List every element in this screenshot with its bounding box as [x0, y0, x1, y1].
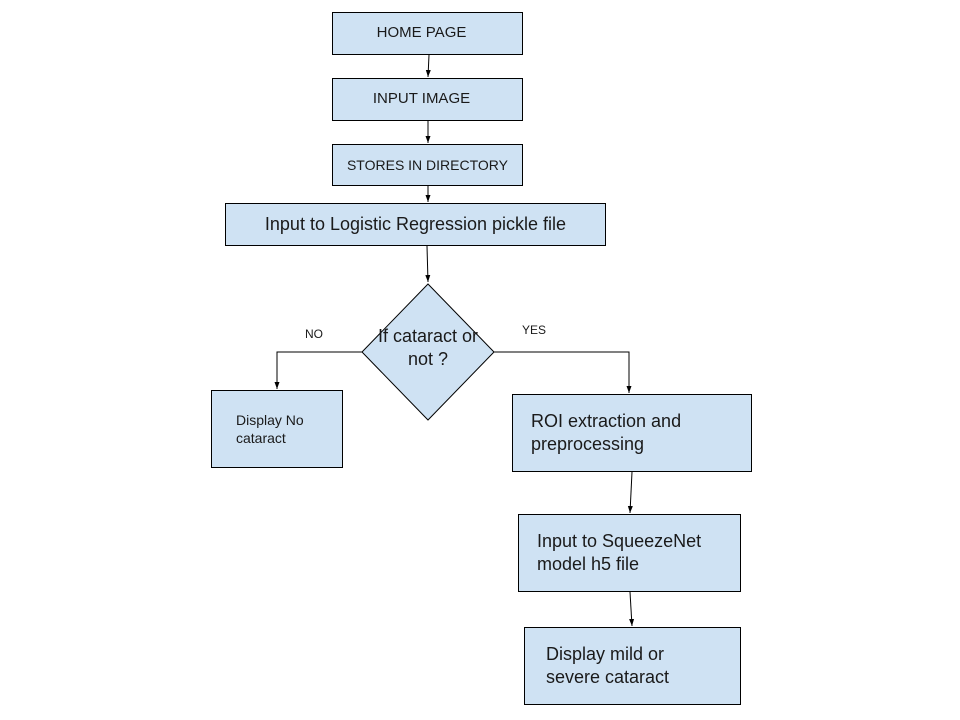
arrow-home-to-input: [425, 54, 431, 78]
squeezenet-model-node: Input to SqueezeNet model h5 file: [518, 514, 741, 592]
yes-branch-label: YES: [522, 323, 547, 337]
squeezenet-model-label: Input to SqueezeNet model h5 file: [537, 530, 702, 574]
roi-extraction-label: ROI extraction and preprocessing: [531, 410, 682, 454]
stores-in-directory-label: STORES IN DIRECTORY: [346, 156, 509, 173]
arrow-squeezenet-to-display: [629, 591, 635, 627]
input-image-label: INPUT IMAGE: [372, 89, 471, 107]
display-severity-node: Display mild or severe cataract: [524, 627, 741, 705]
input-image-node: INPUT IMAGE: [332, 78, 523, 121]
stores-in-directory-node: STORES IN DIRECTORY: [332, 144, 523, 186]
display-no-cataract-label: Display No cataract: [236, 411, 304, 446]
arrow-logistic-to-decision: [425, 245, 431, 283]
home-page-label: HOME PAGE: [376, 23, 467, 41]
display-severity-label: Display mild or severe cataract: [546, 643, 670, 687]
decision-diamond: [361, 283, 495, 421]
decision-label: If cataract or not ?: [377, 326, 479, 369]
arrow-roi-to-squeezenet: [627, 471, 633, 514]
logistic-regression-label: Input to Logistic Regression pickle file: [264, 213, 567, 234]
display-no-cataract-node: Display No cataract: [211, 390, 343, 468]
home-page-node: HOME PAGE: [332, 12, 523, 55]
arrow-decision-no: [274, 351, 362, 389]
logistic-regression-node: Input to Logistic Regression pickle file: [225, 203, 606, 246]
roi-extraction-node: ROI extraction and preprocessing: [512, 394, 752, 472]
arrow-decision-yes: [494, 351, 632, 393]
no-branch-label: NO: [305, 327, 323, 341]
